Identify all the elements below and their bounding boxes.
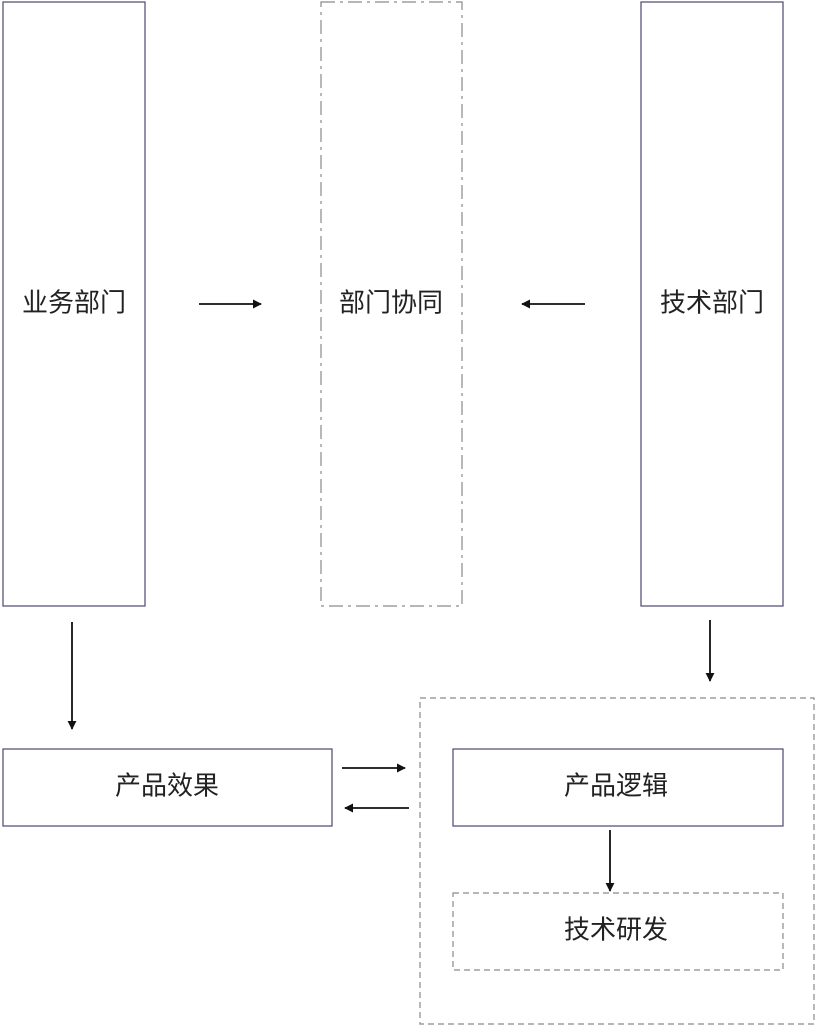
tech-dept-box (640, 1, 784, 607)
business-dept-box (2, 1, 146, 607)
product-logic-box (452, 748, 784, 827)
product-effect-label: 产品效果 (115, 772, 219, 802)
tech-group-container (419, 697, 815, 1025)
dept-collab-box (320, 1, 463, 607)
product-effect-box (2, 748, 333, 827)
tech-dept-label: 技术部门 (660, 289, 764, 319)
dept-collab-label: 部门协同 (339, 289, 443, 319)
tech-rd-label: 技术研发 (564, 916, 668, 946)
business-dept-label: 业务部门 (22, 289, 126, 319)
product-logic-label: 产品逻辑 (564, 772, 668, 802)
tech-rd-box (452, 892, 784, 971)
